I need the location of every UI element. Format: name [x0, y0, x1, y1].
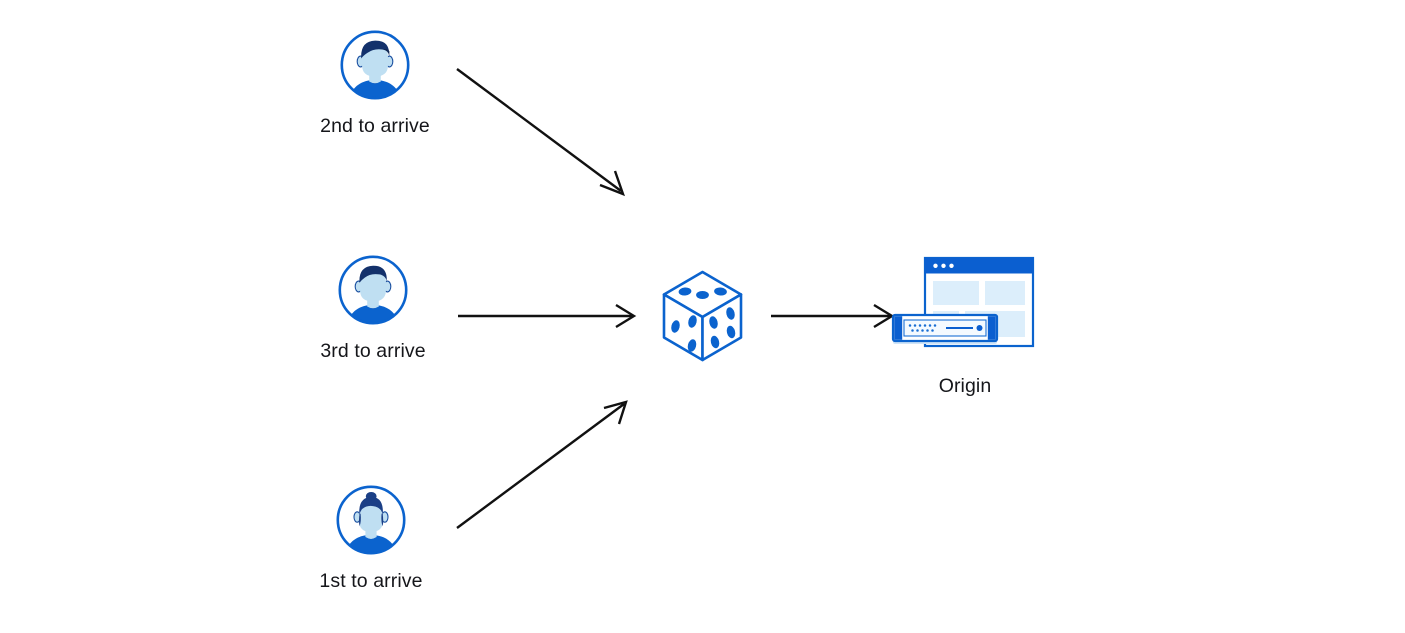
edge-client3-dice	[458, 303, 637, 329]
dice-icon	[655, 266, 750, 366]
node-label-client-3rd: 3rd to arrive	[320, 340, 426, 362]
node-client-3rd: 3rd to arrive	[283, 253, 463, 363]
node-label-client-1st: 1st to arrive	[319, 570, 423, 592]
user-avatar-icon	[334, 483, 408, 557]
origin-server-icon	[885, 253, 1045, 363]
node-dice	[655, 266, 750, 366]
node-client-1st: 1st to arrive	[281, 483, 461, 593]
node-label-origin: Origin	[938, 375, 992, 397]
node-client-2nd: 2nd to arrive	[285, 28, 465, 138]
edge-dice-origin	[771, 303, 895, 329]
server-device	[891, 313, 999, 344]
edge-client1-dice	[456, 400, 628, 529]
node-label-client-2nd: 2nd to arrive	[320, 115, 430, 137]
node-origin: Origin	[885, 253, 1045, 398]
user-avatar-icon	[338, 28, 412, 102]
user-avatar-icon	[336, 253, 410, 327]
edge-client2-dice	[456, 68, 625, 197]
